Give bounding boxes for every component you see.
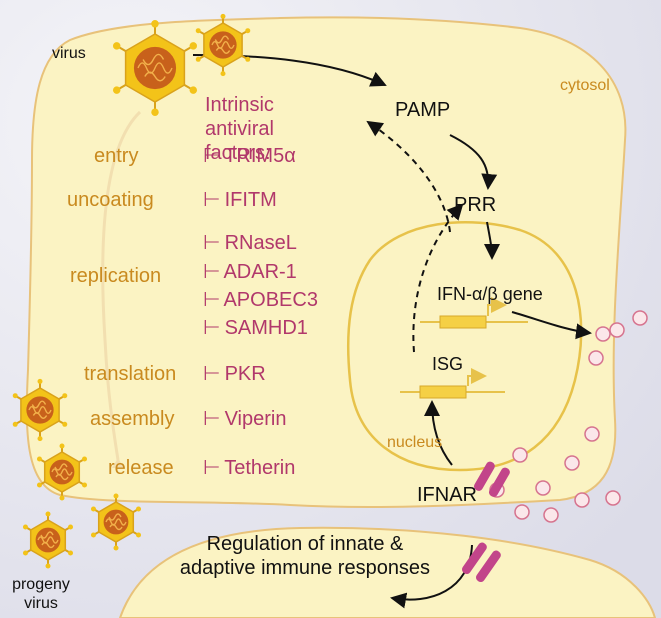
prr-label: PRR bbox=[454, 194, 497, 216]
arrow-gene-out bbox=[511, 311, 592, 340]
lower-cell bbox=[118, 526, 657, 618]
virus-particles bbox=[12, 13, 251, 569]
arrow-ifnar-to-isg bbox=[424, 400, 453, 466]
virus-budding-1 bbox=[12, 378, 68, 442]
nucleus-envelope bbox=[346, 221, 583, 472]
isg-gene-diagram bbox=[400, 368, 505, 399]
virus-progeny-1 bbox=[90, 493, 142, 551]
inhibit-symbol: ⊢ bbox=[203, 457, 221, 479]
factor-samhd1: ⊢ SAMHD1 bbox=[203, 317, 308, 339]
factor-adar1: ⊢ ADAR-1 bbox=[203, 261, 297, 283]
virus-progeny-2 bbox=[22, 511, 74, 569]
stage-label-assembly: assembly bbox=[90, 408, 175, 430]
lifecycle-arrowhead bbox=[112, 458, 124, 468]
lifecycle-path bbox=[101, 110, 142, 461]
factor-viperin: ⊢ Viperin bbox=[203, 408, 287, 430]
inhibit-symbol: ⊢ bbox=[203, 317, 221, 339]
dashed-isg-to-prr bbox=[412, 203, 464, 353]
virus-entering-large bbox=[112, 20, 198, 116]
inhibit-symbol: ⊢ bbox=[203, 408, 221, 430]
stage-label-release: release bbox=[108, 457, 174, 479]
arrow-prr-to-gene bbox=[483, 221, 500, 260]
inhibit-symbol: ⊢ bbox=[203, 261, 221, 283]
virus-budding-2 bbox=[36, 443, 88, 501]
factor-ifitm: ⊢ IFITM bbox=[203, 189, 277, 211]
progeny-virus-label: progeny virus bbox=[12, 576, 70, 613]
isg-label: ISG bbox=[432, 354, 464, 374]
inhibit-symbol: ⊢ bbox=[203, 289, 221, 311]
regulation-label: Regulation of innate & adaptive immune r… bbox=[179, 533, 431, 579]
inhibit-symbol: ⊢ bbox=[203, 232, 221, 254]
virus-label: virus bbox=[52, 45, 86, 62]
ifn-particles bbox=[489, 310, 648, 523]
factor-tetherin: ⊢ Tetherin bbox=[203, 457, 296, 479]
intrinsic-factors-title: Intrinsic antiviral factors: bbox=[205, 94, 274, 164]
stage-label-entry: entry bbox=[94, 145, 139, 167]
stage-label-translation: translation bbox=[84, 363, 177, 385]
pamp-label: PAMP bbox=[395, 99, 451, 121]
factor-rnasel: ⊢ RNaseL bbox=[203, 232, 297, 254]
cytosol-label: cytosol bbox=[560, 77, 610, 94]
stage-label-replication: replication bbox=[70, 265, 162, 287]
virus-entering-small bbox=[195, 13, 251, 77]
stage-label-uncoating: uncoating bbox=[67, 189, 154, 211]
inhibit-symbol: ⊢ bbox=[203, 145, 221, 167]
ifnar-receptor bbox=[474, 461, 510, 497]
inhibit-symbol: ⊢ bbox=[203, 363, 221, 385]
factor-pkr: ⊢ PKR bbox=[203, 363, 266, 385]
nucleus-label: nucleus bbox=[387, 434, 443, 451]
ifn-gene-label: IFN-α/β gene bbox=[437, 284, 543, 304]
factor-trim5a: ⊢ TRIM5α bbox=[203, 145, 296, 167]
factor-apobec3: ⊢ APOBEC3 bbox=[203, 289, 318, 311]
ifn-gene-diagram bbox=[420, 297, 528, 329]
dashed-to-factors bbox=[366, 120, 451, 233]
arrow-pamp-to-prr bbox=[449, 134, 498, 190]
ifnar-label: IFNAR bbox=[417, 484, 477, 506]
inhibit-symbol: ⊢ bbox=[203, 189, 221, 211]
lower-cell-receptor bbox=[461, 542, 501, 583]
